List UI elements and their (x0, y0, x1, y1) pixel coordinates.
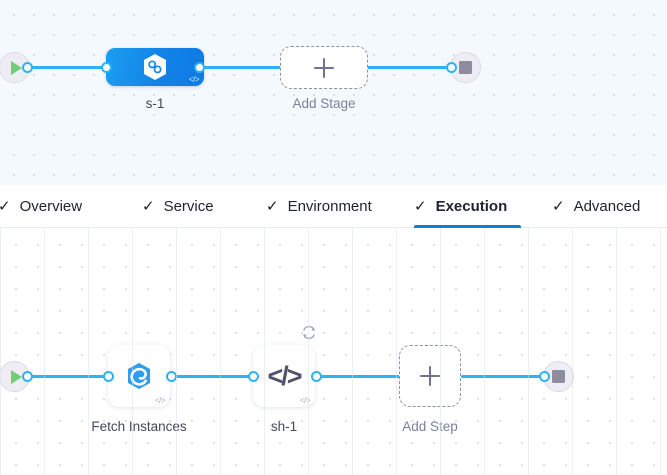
connector-dot-end-in[interactable] (446, 62, 457, 73)
code-icon: </> (299, 396, 311, 405)
fetch-instances-hexagon-icon (128, 363, 150, 389)
stage-canvas[interactable]: </> s-1 Add Stage (0, 0, 667, 185)
connector-dot-stage-in[interactable] (101, 62, 112, 73)
step-node-sh1[interactable]: </> </> (253, 326, 315, 407)
tab-service-label: Service (163, 198, 214, 215)
stage-node-label: s-1 (145, 96, 165, 111)
play-icon (11, 369, 22, 384)
connector-dot-fetch-out[interactable] (166, 371, 177, 382)
connector-dot-exec-start-out[interactable] (22, 371, 33, 382)
plus-icon (314, 57, 334, 78)
edge-start-to-stage (26, 66, 112, 69)
edge-stage-to-addstage (199, 66, 283, 69)
tab-environment-label: Environment (287, 198, 372, 215)
retry-loop-icon (303, 326, 315, 339)
edge-sh1-to-addstep (316, 375, 401, 378)
tab-execution[interactable]: ✓ Execution (414, 185, 521, 228)
tab-service[interactable]: ✓ Service (142, 185, 237, 228)
edge-addstep-to-end (461, 375, 549, 378)
edge-fetch-to-sh1 (171, 375, 257, 378)
check-icon: ✓ (266, 198, 279, 215)
stop-icon (459, 61, 472, 74)
connector-dot-stage-out[interactable] (194, 62, 205, 73)
tab-overview-label: Overview (19, 198, 83, 215)
stage-config-tabbar: ✓ Overview ✓ Service ✓ Environment ✓ Exe… (0, 185, 667, 228)
add-stage-label: Add Stage (292, 96, 356, 111)
shell-script-icon: </> (267, 360, 302, 391)
step-node-sh1-label: sh-1 (270, 419, 298, 434)
stop-icon (552, 370, 565, 383)
code-icon: </> (188, 75, 200, 84)
step-node-fetch-instances-label: Fetch Instances (91, 419, 187, 434)
play-icon (11, 60, 22, 75)
execution-canvas[interactable]: </> Fetch Instances </> </> sh-1 Add Ste… (0, 228, 667, 475)
add-step-label: Add Step (402, 419, 458, 434)
step-node-fetch-instances[interactable]: </> (108, 345, 170, 407)
connector-dot-exec-end-in[interactable] (539, 371, 550, 382)
service-hexagon-icon (144, 54, 166, 80)
check-icon: ✓ (0, 198, 11, 215)
edge-addstage-to-end (366, 66, 456, 69)
tab-advanced-label: Advanced (573, 198, 641, 215)
check-icon: ✓ (414, 198, 427, 215)
tab-execution-label: Execution (435, 198, 508, 215)
check-icon: ✓ (142, 198, 155, 215)
add-stage-button[interactable] (280, 46, 368, 89)
edge-start-to-fetch (26, 375, 112, 378)
connector-dot-start-out[interactable] (22, 62, 33, 73)
tab-environment[interactable]: ✓ Environment (266, 185, 391, 228)
connector-dot-fetch-in[interactable] (103, 371, 114, 382)
stage-node-s1[interactable]: </> (106, 48, 204, 86)
tab-advanced[interactable]: ✓ Advanced (552, 185, 662, 228)
tab-overview[interactable]: ✓ Overview (0, 185, 106, 228)
plus-icon (420, 366, 440, 386)
connector-dot-sh1-in[interactable] (248, 371, 259, 382)
add-step-button[interactable] (399, 345, 461, 407)
connector-dot-sh1-out[interactable] (311, 371, 322, 382)
code-icon: </> (154, 396, 166, 405)
check-icon: ✓ (552, 198, 565, 215)
